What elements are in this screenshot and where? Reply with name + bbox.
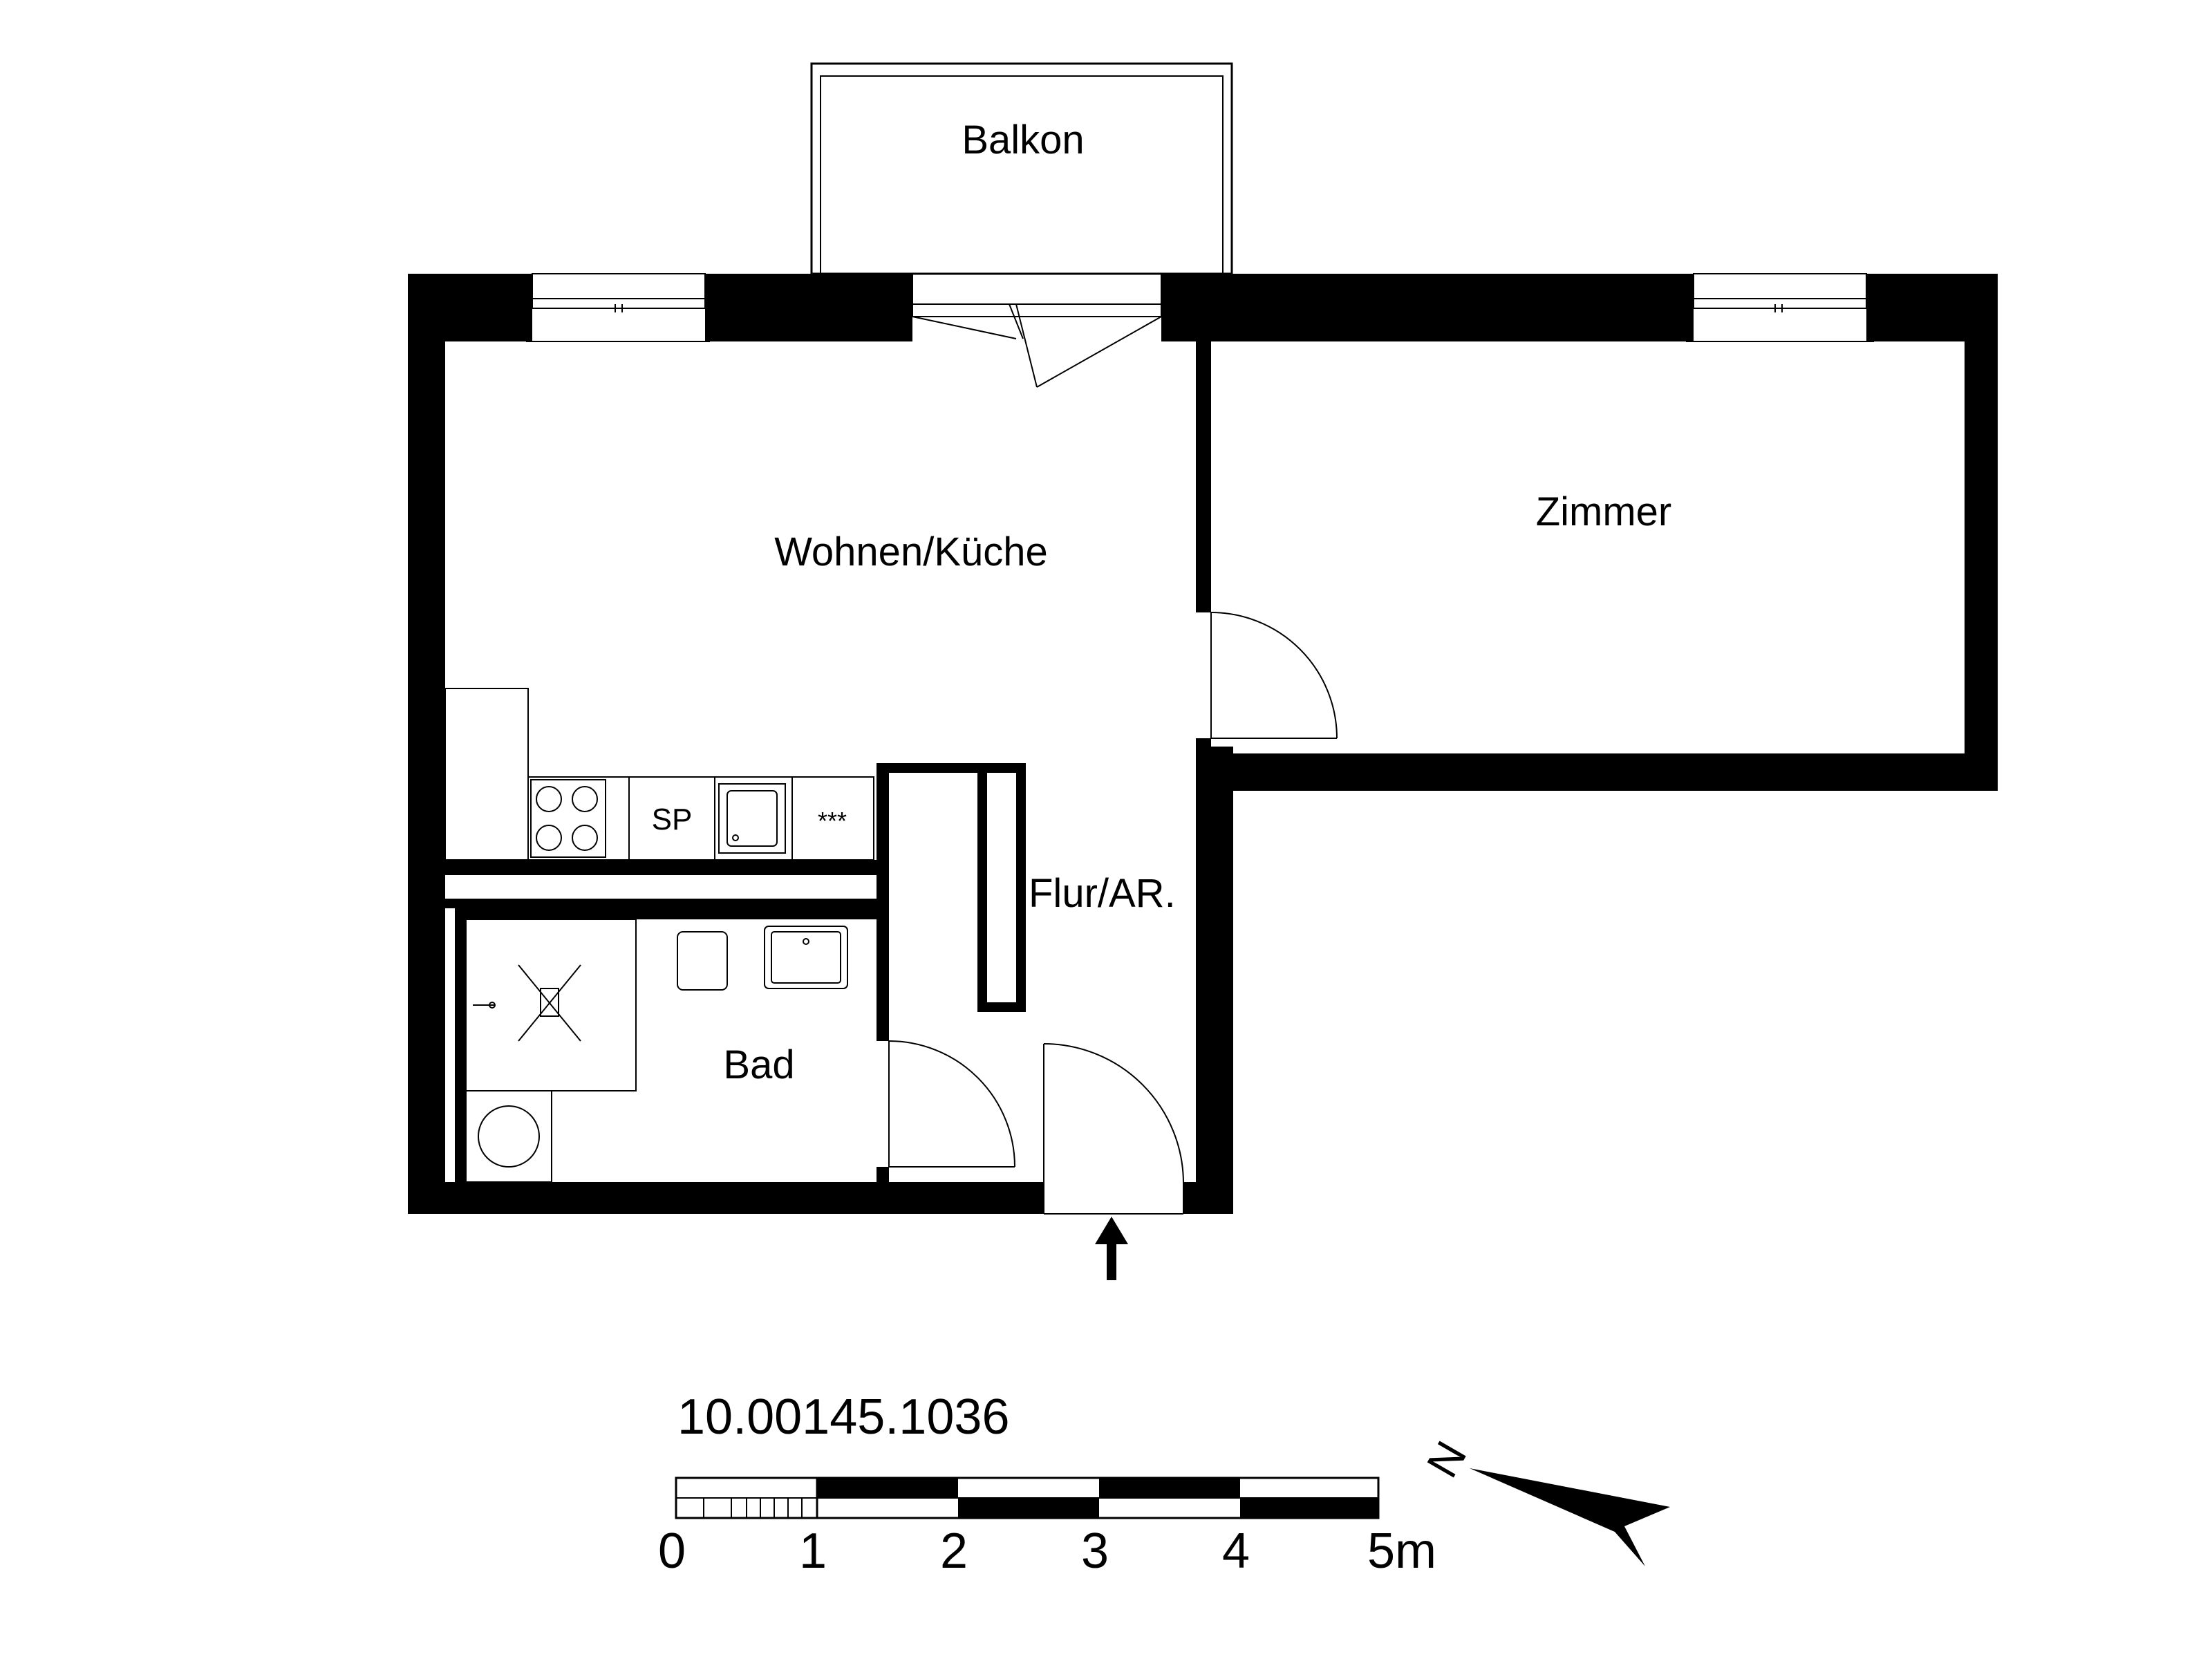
window-wohnen bbox=[526, 273, 710, 342]
windows bbox=[526, 273, 1874, 388]
room-label-bath: Bad bbox=[723, 1042, 794, 1087]
doors bbox=[888, 612, 1338, 1215]
scale-tick-2: 2 bbox=[940, 1524, 968, 1579]
washing-machine-icon bbox=[465, 1090, 552, 1183]
bath-fixtures bbox=[465, 919, 848, 1183]
scale-tick-0: 0 bbox=[658, 1524, 686, 1579]
plan-id: 10.00145.1036 bbox=[677, 1389, 1009, 1445]
balcony bbox=[810, 62, 1233, 275]
room-label-living-kitchen: Wohnen/Küche bbox=[774, 529, 1048, 574]
scale-minor-ticks bbox=[703, 1498, 803, 1518]
north-arrow-icon: N bbox=[1417, 1433, 1670, 1566]
scale-tick-1: 1 bbox=[799, 1524, 827, 1579]
scale-tick-3: 3 bbox=[1081, 1524, 1109, 1579]
dishwasher-label: SP bbox=[652, 803, 693, 836]
scale-tick-5: 5m bbox=[1367, 1524, 1436, 1579]
balcony-door bbox=[912, 273, 1162, 388]
room-label-room: Zimmer bbox=[1536, 489, 1672, 534]
scale-bar: 0 1 2 3 4 5m bbox=[658, 1477, 1436, 1579]
door-entrance bbox=[1043, 1043, 1184, 1215]
kitchen-counter bbox=[444, 688, 874, 861]
north-label: N bbox=[1417, 1433, 1476, 1485]
door-bath bbox=[888, 1040, 1015, 1168]
walls bbox=[408, 274, 1998, 1214]
sink-icon bbox=[718, 783, 786, 854]
washbasin-icon bbox=[764, 926, 848, 989]
toilet-icon bbox=[677, 931, 728, 991]
door-zimmer bbox=[1210, 612, 1338, 739]
appliance-label: *** bbox=[818, 807, 847, 835]
entrance-arrow-icon bbox=[1095, 1217, 1128, 1280]
window-zimmer bbox=[1686, 273, 1874, 342]
room-label-hallway: Flur/AR. bbox=[1029, 871, 1176, 916]
room-label-balcony: Balkon bbox=[962, 118, 1084, 162]
scale-tick-4: 4 bbox=[1222, 1524, 1250, 1579]
stove-icon bbox=[530, 779, 606, 858]
shower-icon bbox=[465, 919, 637, 1091]
